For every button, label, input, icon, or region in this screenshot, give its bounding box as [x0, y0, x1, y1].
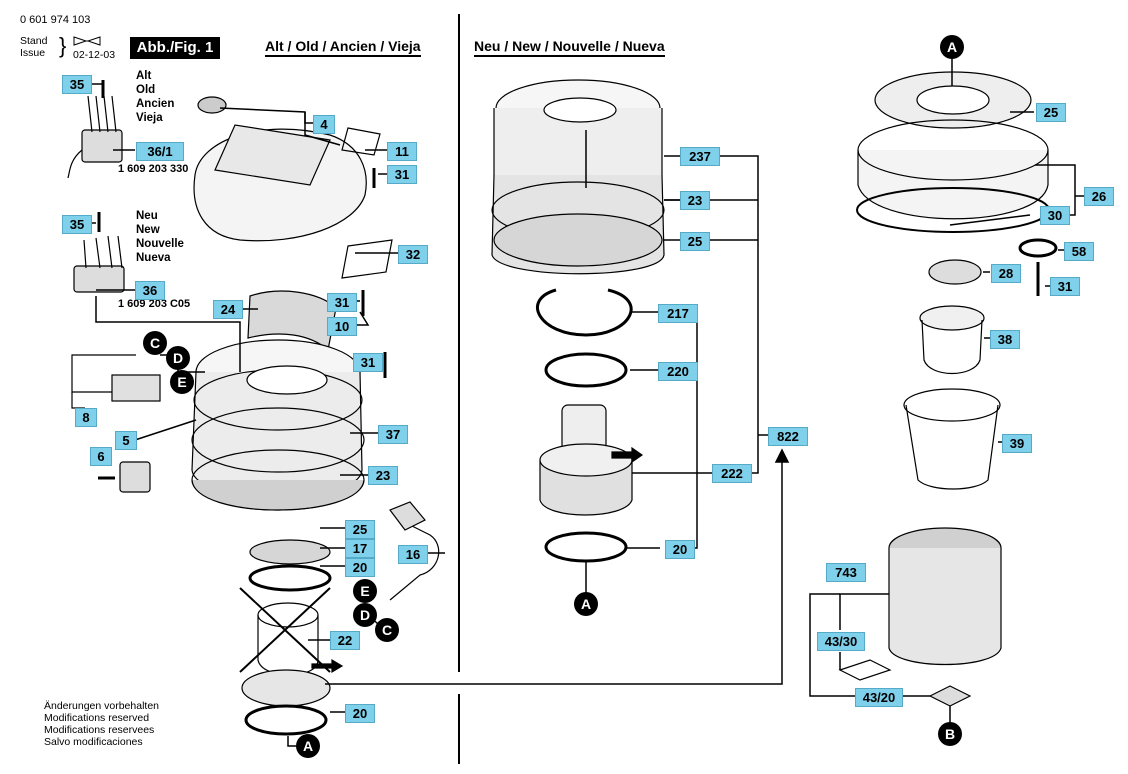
part-tag-743[interactable]: 743 [826, 563, 866, 582]
part-tag-31[interactable]: 31 [353, 353, 383, 372]
part-tag-20[interactable]: 20 [665, 540, 695, 559]
header-new: Neu / New / Nouvelle / Nueva [474, 38, 665, 57]
new-variant-line: Nouvelle [136, 238, 184, 250]
footer-notes: Änderungen vorbehalten Modifications res… [44, 700, 159, 748]
part-tag-237[interactable]: 237 [680, 147, 720, 166]
part-tag-36[interactable]: 36 [135, 281, 165, 300]
part-tag-43-30[interactable]: 43/30 [817, 632, 865, 651]
part-tag-20[interactable]: 20 [345, 704, 375, 723]
new-variant-line: Nueva [136, 252, 171, 264]
part-tag-31[interactable]: 31 [1050, 277, 1080, 296]
part-tag-31[interactable]: 31 [387, 165, 417, 184]
bowtie-icon [73, 36, 101, 46]
part-number-new: 1 609 203 C05 [118, 298, 191, 310]
part-tag-24[interactable]: 24 [213, 300, 243, 319]
part-tag-26[interactable]: 26 [1084, 187, 1114, 206]
part-tag-4[interactable]: 4 [313, 115, 335, 134]
new-variant-line: Neu [136, 210, 158, 222]
footer-line: Salvo modificaciones [44, 736, 143, 748]
new-variant-label: Neu New Nouvelle Nueva [136, 209, 184, 265]
part-tag-5[interactable]: 5 [115, 431, 137, 450]
part-tag-222[interactable]: 222 [712, 464, 752, 483]
part-tag-220[interactable]: 220 [658, 362, 698, 381]
old-variant-line: Ancien [136, 98, 175, 110]
part-tag-17[interactable]: 17 [345, 539, 375, 558]
part-tag-36-1[interactable]: 36/1 [136, 142, 184, 161]
part-tag-35[interactable]: 35 [62, 215, 92, 234]
callout-c: C [375, 618, 399, 642]
part-tag-31[interactable]: 31 [327, 293, 357, 312]
section-divider-lower [458, 694, 460, 764]
footer-line: Modifications reservees [44, 724, 155, 736]
document-number: 0 601 974 103 [20, 14, 91, 26]
part-tag-35[interactable]: 35 [62, 75, 92, 94]
callout-a: A [296, 734, 320, 758]
issue-label: Issue [20, 47, 46, 59]
part-tag-23[interactable]: 23 [368, 466, 398, 485]
old-variant-line: Old [136, 84, 156, 96]
old-variant-label: Alt Old Ancien Vieja [136, 69, 174, 125]
callout-d: D [353, 603, 377, 627]
callout-d: D [166, 346, 190, 370]
part-tag-822[interactable]: 822 [768, 427, 808, 446]
part-tag-10[interactable]: 10 [327, 317, 357, 336]
part-tag-38[interactable]: 38 [990, 330, 1020, 349]
callout-b: B [938, 722, 962, 746]
callout-a: A [574, 592, 598, 616]
callout-e: E [353, 579, 377, 603]
part-tag-6[interactable]: 6 [90, 447, 112, 466]
part-tag-28[interactable]: 28 [991, 264, 1021, 283]
old-variant-line: Alt [136, 70, 152, 82]
part-number-old: 1 609 203 330 [118, 163, 189, 175]
part-tag-39[interactable]: 39 [1002, 434, 1032, 453]
new-variant-line: New [136, 224, 160, 236]
part-tag-11[interactable]: 11 [387, 142, 417, 161]
callout-a: A [940, 35, 964, 59]
callout-c: C [143, 331, 167, 355]
part-tag-30[interactable]: 30 [1040, 206, 1070, 225]
stand-label: Stand [20, 35, 48, 47]
part-tag-43-20[interactable]: 43/20 [855, 688, 903, 707]
part-tag-217[interactable]: 217 [658, 304, 698, 323]
section-divider [458, 14, 460, 672]
footer-line: Änderungen vorbehalten [44, 700, 160, 712]
part-tag-25[interactable]: 25 [1036, 103, 1066, 122]
issue-date: 02-12-03 [73, 49, 116, 61]
part-tag-25[interactable]: 25 [680, 232, 710, 251]
callout-e: E [170, 370, 194, 394]
part-tag-22[interactable]: 22 [330, 631, 360, 650]
part-tag-20[interactable]: 20 [345, 558, 375, 577]
footer-line: Modifications reserved [44, 712, 150, 724]
part-tag-25[interactable]: 25 [345, 520, 375, 539]
old-variant-line: Vieja [136, 112, 163, 124]
part-tag-16[interactable]: 16 [398, 545, 428, 564]
part-tag-8[interactable]: 8 [75, 408, 97, 427]
part-tag-23[interactable]: 23 [680, 191, 710, 210]
figure-label: Abb./Fig. 1 [130, 37, 220, 59]
header-old: Alt / Old / Ancien / Vieja [265, 38, 421, 57]
part-tag-32[interactable]: 32 [398, 245, 428, 264]
brace-glyph: } [59, 33, 67, 58]
part-tag-37[interactable]: 37 [378, 425, 408, 444]
part-tag-58[interactable]: 58 [1064, 242, 1094, 261]
